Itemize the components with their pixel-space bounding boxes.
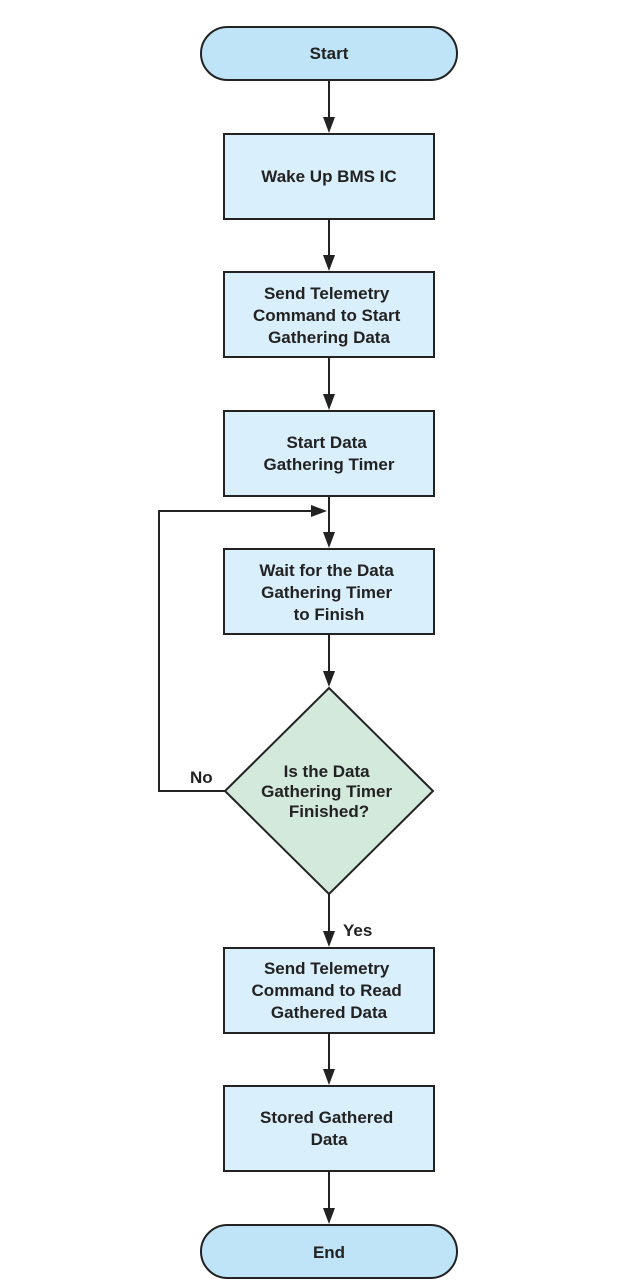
no-label: No bbox=[190, 768, 213, 787]
arrowhead bbox=[323, 255, 335, 271]
arrowhead bbox=[323, 532, 335, 548]
decision-label: Is the Data Gathering Timer Finished? bbox=[261, 762, 397, 821]
wait-shape bbox=[223, 548, 435, 635]
arrowhead bbox=[323, 671, 335, 687]
wait-node: Wait for the Data Gathering Timer to Fin… bbox=[223, 548, 435, 635]
arrowhead bbox=[323, 1208, 335, 1224]
end-node: End bbox=[200, 1224, 458, 1279]
connector-no-loop bbox=[158, 505, 327, 792]
start-node: Start bbox=[200, 26, 458, 81]
connector-timer-wait bbox=[323, 496, 335, 548]
end-label: End bbox=[313, 1243, 345, 1262]
connector-send-read-store bbox=[323, 1033, 335, 1085]
connector-decision-send-read bbox=[323, 894, 335, 947]
start-timer-shape bbox=[223, 410, 435, 497]
wake-shape bbox=[223, 133, 435, 220]
arrowhead bbox=[323, 117, 335, 133]
connector-wake-send-start bbox=[323, 219, 335, 271]
connector-send-start-timer bbox=[323, 357, 335, 410]
send-start-shape bbox=[223, 271, 435, 358]
yes-label: Yes bbox=[343, 921, 372, 940]
send-read-label: Send Telemetry Command to Read Gathered … bbox=[252, 959, 407, 1022]
wait-label: Wait for the Data Gathering Timer to Fin… bbox=[259, 561, 398, 624]
arrowhead bbox=[323, 931, 335, 947]
send-start-label: Send Telemetry Command to Start Gatherin… bbox=[253, 284, 405, 347]
store-node: Stored Gathered Data bbox=[223, 1085, 435, 1172]
store-label: Stored Gathered Data bbox=[260, 1108, 398, 1149]
connector-start-wake bbox=[323, 80, 335, 133]
start-timer-label: Start Data Gathering Timer bbox=[264, 433, 395, 474]
start-label: Start bbox=[310, 44, 349, 63]
store-shape bbox=[223, 1085, 435, 1172]
wake-node: Wake Up BMS IC bbox=[223, 133, 435, 220]
decision-node: Is the Data Gathering Timer Finished? bbox=[223, 686, 435, 896]
start-timer-node: Start Data Gathering Timer bbox=[223, 410, 435, 497]
send-read-node: Send Telemetry Command to Read Gathered … bbox=[223, 947, 435, 1034]
wake-label: Wake Up BMS IC bbox=[261, 167, 396, 186]
end-shape bbox=[200, 1224, 458, 1279]
send-start-node: Send Telemetry Command to Start Gatherin… bbox=[223, 271, 435, 358]
arrowhead bbox=[323, 1069, 335, 1085]
arrowhead bbox=[311, 505, 327, 517]
connector-store-end bbox=[323, 1171, 335, 1224]
arrowhead bbox=[323, 394, 335, 410]
connector-wait-decision bbox=[323, 634, 335, 687]
send-read-shape bbox=[223, 947, 435, 1034]
